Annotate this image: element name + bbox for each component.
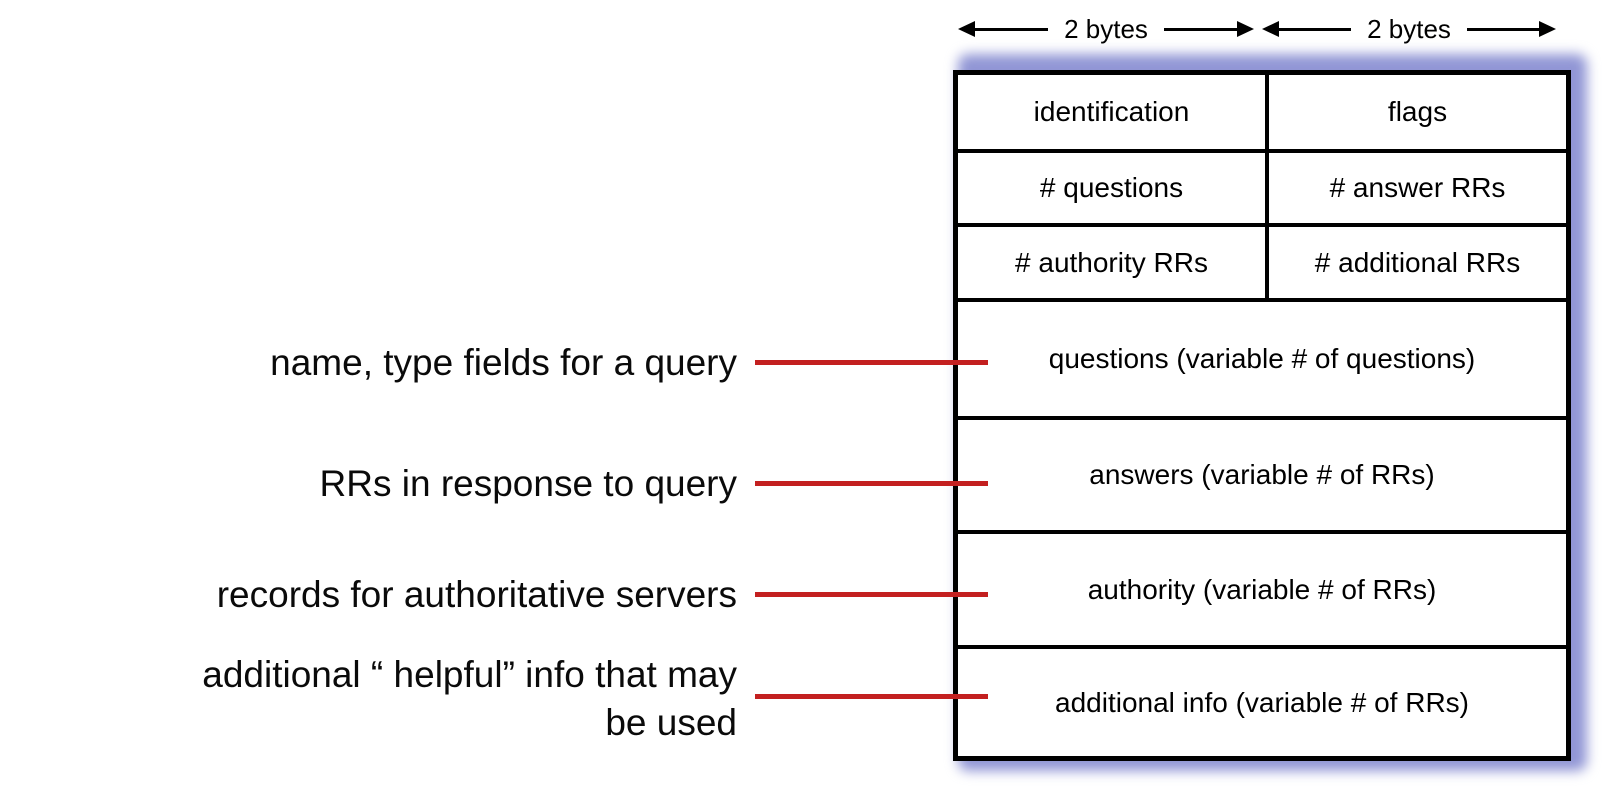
table-row-authority: authority (variable # of RRs): [958, 530, 1566, 645]
connector-line-additional: [755, 694, 988, 699]
connector-line-questions: [755, 360, 988, 365]
arrow-right-icon: [1237, 21, 1255, 37]
byte-width-label-right: 2 bytes: [1367, 13, 1451, 44]
byte-width-arrow-left: 2 bytes: [958, 13, 1255, 44]
cell-flags: flags: [1265, 75, 1566, 149]
byte-width-label-left: 2 bytes: [1064, 13, 1148, 44]
annotation-additional: additional “ helpful” info that may be u…: [202, 651, 737, 747]
cell-num-authority-rrs: # authority RRs: [1015, 246, 1208, 278]
cell-questions: questions (variable # of questions): [1048, 343, 1476, 374]
arrow-line: [1279, 27, 1352, 31]
cell-authority: authority (variable # of RRs): [1087, 573, 1437, 605]
table-row-questions: questions (variable # of questions): [958, 298, 1566, 416]
byte-width-arrow-right: 2 bytes: [1262, 13, 1557, 44]
table-row-authority-additional-counts: # authority RRs # additional RRs: [958, 223, 1566, 298]
cell-num-questions: # questions: [1039, 172, 1184, 203]
arrow-right-icon: [1539, 21, 1557, 37]
dns-header-table: identification flags # questions # answe…: [953, 70, 1571, 761]
arrow-line: [1163, 27, 1238, 31]
arrow-line: [975, 27, 1049, 31]
table-row-identification-flags: identification flags: [958, 75, 1566, 149]
annotation-additional-line2: be used: [605, 702, 737, 743]
connector-line-answers: [755, 481, 988, 486]
table-row-answers: answers (variable # of RRs): [958, 416, 1566, 530]
cell-answers: answers (variable # of RRs): [1089, 459, 1435, 490]
annotation-questions: name, type fields for a query: [270, 342, 737, 383]
annotation-additional-line1: additional “ helpful” info that may: [202, 654, 737, 695]
annotation-authority: records for authoritative servers: [216, 574, 737, 615]
arrow-left-icon: [1262, 21, 1279, 37]
connector-line-authority: [755, 592, 988, 597]
table-row-additional-info: additional info (variable # of RRs): [958, 645, 1566, 756]
cell-identification: identification: [1033, 96, 1190, 127]
cell-additional-info: additional info (variable # of RRs): [1055, 686, 1469, 718]
arrow-line: [1466, 27, 1540, 31]
cell-num-answer-rrs: # answer RRs: [1265, 153, 1566, 223]
table-row-question-answer-counts: # questions # answer RRs: [958, 149, 1566, 223]
cell-num-additional-rrs: # additional RRs: [1265, 227, 1566, 298]
arrow-left-icon: [958, 21, 975, 37]
annotation-answers: RRs in response to query: [319, 463, 737, 504]
